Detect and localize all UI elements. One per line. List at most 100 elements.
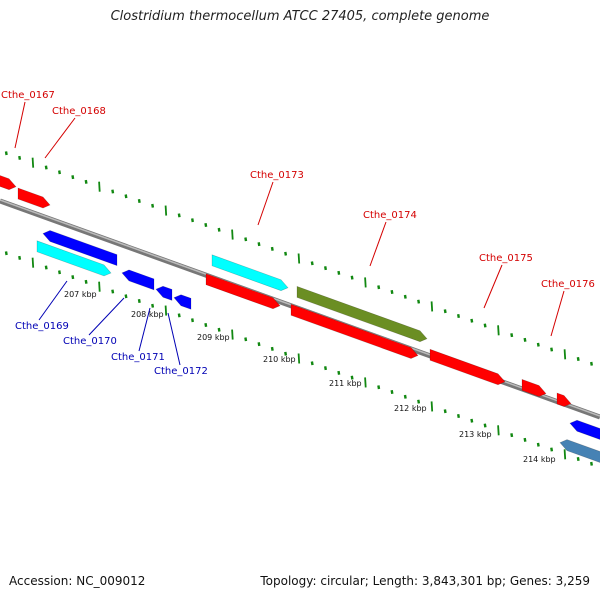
outer-bottom-tick bbox=[550, 447, 554, 452]
outer-top-tick bbox=[497, 325, 500, 336]
outer-bottom-tick bbox=[377, 385, 381, 390]
leader-line bbox=[44, 117, 76, 159]
gene-arrow-cthe-0174-b[interactable] bbox=[290, 303, 419, 359]
gene-arrow-cthe-0167[interactable] bbox=[0, 172, 17, 191]
kbp-label-213: 213 kbp bbox=[459, 430, 492, 439]
outer-top-tick bbox=[350, 275, 354, 280]
leader-line bbox=[483, 264, 503, 309]
outer-top-tick bbox=[430, 301, 434, 312]
gene-arrow-cthe-0169[interactable] bbox=[42, 230, 118, 267]
outer-top-tick bbox=[523, 337, 527, 342]
outer-top-tick bbox=[231, 229, 234, 240]
gene-arrow-cthe-0173[interactable] bbox=[211, 254, 289, 292]
outer-top-tick bbox=[284, 251, 288, 256]
outer-bottom-tick bbox=[310, 361, 314, 366]
gene-label-cthe-0171[interactable]: Cthe_0171 bbox=[111, 352, 165, 363]
outer-bottom-tick bbox=[457, 414, 460, 418]
outer-top-tick bbox=[151, 203, 155, 208]
outer-top-tick bbox=[417, 299, 421, 304]
gene-arrow-cthe-0173-b[interactable] bbox=[205, 273, 281, 310]
leader-line bbox=[38, 280, 68, 321]
outer-top-tick bbox=[18, 155, 22, 160]
gene-arrow-cthe-0168[interactable] bbox=[17, 187, 51, 209]
outer-top-tick bbox=[164, 205, 168, 216]
gene-label-cthe-0176[interactable]: Cthe_0176 bbox=[541, 279, 595, 290]
label-leader-lines bbox=[14, 101, 565, 366]
outer-top-tick bbox=[324, 266, 327, 271]
gene-arrow-cthe-0171[interactable] bbox=[155, 285, 173, 301]
outer-top-tick bbox=[470, 318, 474, 323]
gene-arrow-cthe-0172[interactable] bbox=[173, 294, 192, 310]
outer-bottom-tick bbox=[244, 337, 248, 342]
outer-top-tick bbox=[390, 290, 394, 294]
gene-label-cthe-0173[interactable]: Cthe_0173 bbox=[250, 170, 304, 181]
gene-arrow-cthe-0176[interactable] bbox=[521, 378, 547, 397]
gene-arrow-cthe-0169-alt[interactable] bbox=[36, 240, 112, 277]
kbp-label-210: 210 kbp bbox=[263, 355, 296, 364]
outer-bottom-tick bbox=[590, 461, 593, 466]
outer-bottom-tick bbox=[430, 401, 434, 412]
outer-bottom-tick bbox=[284, 351, 288, 356]
kbp-label-211: 211 kbp bbox=[329, 379, 362, 388]
outer-bottom-tick bbox=[98, 281, 101, 292]
kbp-label-208: 208 kbp bbox=[131, 310, 164, 319]
gene-arrow-steel-end[interactable] bbox=[559, 439, 600, 467]
outer-top-tick bbox=[310, 261, 314, 266]
gene-arrow-cthe-0176-b[interactable] bbox=[556, 392, 572, 407]
outer-bottom-tick bbox=[31, 257, 35, 268]
kbp-label-209: 209 kbp bbox=[197, 333, 230, 342]
leader-line bbox=[167, 312, 181, 366]
gene-label-cthe-0172[interactable]: Cthe_0172 bbox=[154, 366, 208, 377]
outer-top-tick bbox=[111, 189, 115, 194]
outer-bottom-tick bbox=[390, 390, 394, 394]
outer-bottom-tick bbox=[270, 346, 274, 351]
outer-bottom-tick bbox=[18, 255, 22, 260]
outer-bottom-tick bbox=[58, 270, 61, 275]
outer-bottom-tick bbox=[350, 375, 354, 380]
gene-arrow-cthe-0170[interactable] bbox=[121, 269, 155, 291]
gene-label-cthe-0174[interactable]: Cthe_0174 bbox=[363, 210, 417, 221]
gene-labels: Cthe_0167 Cthe_0168 Cthe_0173 Cthe_0174 … bbox=[1, 90, 595, 377]
outer-bottom-tick bbox=[71, 275, 75, 280]
outer-bottom-tick bbox=[497, 425, 500, 436]
gene-arrow-rev-end[interactable] bbox=[569, 419, 600, 443]
outer-top-tick bbox=[137, 199, 141, 203]
outer-top-tick bbox=[337, 270, 341, 275]
leader-line bbox=[88, 297, 125, 336]
gene-arrow-cthe-0175[interactable] bbox=[429, 348, 506, 386]
outer-bottom-tick bbox=[124, 294, 128, 299]
outer-bottom-tick bbox=[403, 394, 407, 399]
kbp-label-212: 212 kbp bbox=[394, 404, 427, 413]
outer-top-tick bbox=[177, 213, 181, 218]
outer-bottom-tick bbox=[510, 433, 514, 438]
outer-bottom-tick bbox=[44, 265, 48, 270]
outer-bottom-tick bbox=[257, 342, 261, 347]
outer-bottom-tick bbox=[191, 318, 194, 323]
gene-label-cthe-0167[interactable]: Cthe_0167 bbox=[1, 90, 55, 101]
outer-bottom-tick bbox=[164, 305, 168, 316]
position-labels: 207 kbp 208 kbp 209 kbp 210 kbp 211 kbp … bbox=[64, 290, 556, 464]
outer-bottom-tick bbox=[151, 303, 155, 308]
outer-bottom-tick bbox=[337, 370, 341, 375]
leader-line bbox=[14, 101, 26, 149]
gene-label-cthe-0168[interactable]: Cthe_0168 bbox=[52, 106, 106, 117]
gene-label-cthe-0170[interactable]: Cthe_0170 bbox=[63, 336, 117, 347]
outer-top-tick bbox=[297, 253, 301, 264]
outer-bottom-tick bbox=[417, 399, 421, 404]
outer-bottom-tick bbox=[84, 279, 88, 284]
outer-bottom-tick bbox=[470, 418, 474, 423]
gene-label-cthe-0175[interactable]: Cthe_0175 bbox=[479, 253, 533, 264]
outer-top-tick bbox=[590, 361, 593, 366]
gene-arrow-cthe-0174[interactable] bbox=[296, 285, 428, 343]
gene-label-cthe-0169[interactable]: Cthe_0169 bbox=[15, 321, 69, 332]
kbp-label-214: 214 kbp bbox=[523, 455, 556, 464]
outer-bottom-tick bbox=[204, 323, 208, 327]
outer-top-tick bbox=[71, 175, 75, 180]
outer-bottom-tick bbox=[297, 353, 301, 364]
outer-bottom-tick bbox=[4, 251, 8, 256]
outer-top-tick bbox=[244, 237, 248, 242]
outer-bottom-tick bbox=[324, 366, 327, 371]
outer-top-tick bbox=[364, 277, 367, 288]
